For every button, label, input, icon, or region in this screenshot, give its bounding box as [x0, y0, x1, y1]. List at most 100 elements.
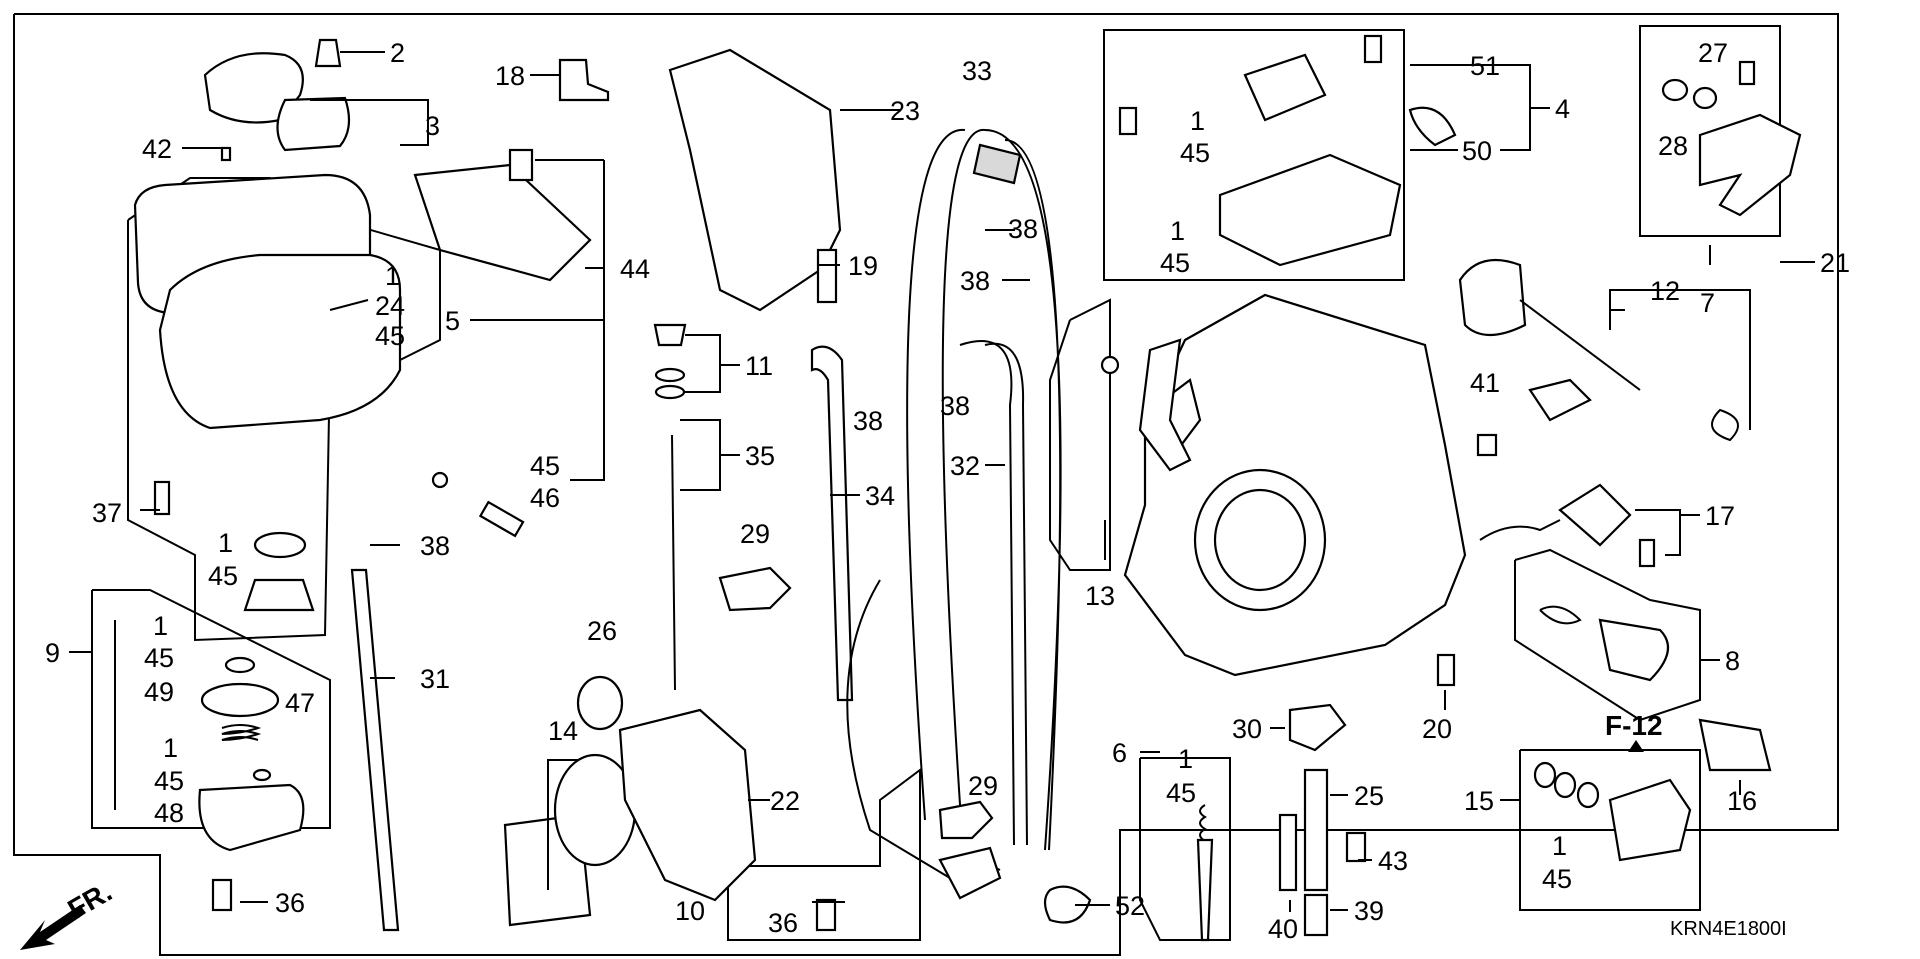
jet-40	[1278, 813, 1298, 892]
callout-23: 23	[890, 96, 920, 126]
callout-24: 24	[375, 291, 405, 321]
callout-7: 7	[1700, 288, 1715, 318]
callout-9: 9	[45, 638, 60, 668]
callout-39: 39	[1354, 896, 1384, 926]
callout-47: 47	[285, 688, 315, 718]
callout-46: 46	[530, 483, 560, 513]
screw-4a	[1118, 106, 1138, 136]
callout-1c: 1	[153, 611, 168, 641]
callout-32: 32	[950, 451, 980, 481]
callout-52: 52	[1115, 891, 1145, 921]
callout-43: 43	[1378, 846, 1408, 876]
callout-21: 21	[1820, 248, 1850, 278]
callout-44: 44	[620, 254, 650, 284]
air-vent-cap	[203, 52, 304, 124]
link-arm-7	[1698, 113, 1802, 217]
top-cover-group-outline	[1103, 29, 1405, 281]
callout-1b: 1	[218, 528, 233, 558]
callout-16: 16	[1727, 786, 1757, 816]
seal-26	[576, 675, 624, 731]
sensor-wire-17	[1479, 519, 1561, 541]
callout-41: 41	[1470, 368, 1500, 398]
callout-45h: 45	[1166, 778, 1196, 808]
callout-45e: 45	[154, 766, 184, 796]
screw-41	[1476, 433, 1498, 457]
callout-48: 48	[154, 798, 184, 828]
needle-6	[1196, 838, 1214, 942]
tube-31	[350, 568, 400, 932]
spring-8	[1539, 605, 1582, 625]
holder-29a	[718, 566, 792, 612]
drain-plug	[243, 578, 315, 612]
callout-37: 37	[92, 498, 122, 528]
callout-45g: 45	[1160, 248, 1190, 278]
callout-1d: 1	[163, 733, 178, 763]
callout-38a: 38	[1008, 214, 1038, 244]
callout-5: 5	[445, 306, 460, 336]
screw-44	[508, 148, 534, 182]
cable-end-10	[938, 846, 1002, 900]
throttle-link-group-outline	[1049, 298, 1111, 571]
callout-42: 42	[142, 134, 172, 164]
callout-14: 14	[548, 716, 578, 746]
callout-27: 27	[1698, 38, 1728, 68]
diaphragm-47	[200, 682, 280, 718]
callout-33: 33	[962, 56, 992, 86]
float-bowl	[158, 253, 402, 430]
callout-20: 20	[1422, 714, 1452, 744]
throttle-cable-group-outline	[727, 768, 921, 941]
pump-cover-48	[198, 783, 305, 852]
callout-labels: 2 3 42 1 24 45 5 44 18 23 33 38 38 19 11…	[45, 38, 1850, 944]
callout-29a: 29	[740, 519, 770, 549]
callout-12: 12	[1650, 276, 1680, 306]
screw-19	[816, 248, 838, 304]
front-direction-arrow-icon	[20, 905, 86, 950]
catalog-code: KRN4E1800I	[1670, 918, 1787, 940]
spring-6	[1199, 804, 1207, 842]
callout-40: 40	[1268, 914, 1298, 944]
callout-11: 11	[745, 351, 773, 381]
callout-26: 26	[587, 616, 617, 646]
o-ring-1d	[252, 768, 272, 782]
tube-33-joint	[972, 143, 1022, 185]
callout-15: 15	[1464, 786, 1494, 816]
plate-44	[413, 163, 592, 282]
callout-1a: 1	[385, 261, 400, 291]
reference-label: F-12	[1605, 710, 1663, 741]
top-cover-4	[1218, 153, 1402, 267]
tube-33b	[984, 129, 1062, 851]
screw-2	[314, 38, 342, 68]
callout-28: 28	[1658, 131, 1688, 161]
screw-37	[153, 480, 171, 516]
hot-start-group-outline	[1514, 548, 1701, 722]
callout-10: 10	[675, 896, 705, 926]
callout-38d: 38	[940, 391, 970, 421]
callout-45d: 45	[144, 643, 174, 673]
callout-35: 35	[745, 441, 775, 471]
main-assembly-outline	[13, 13, 1839, 956]
cap-30	[1288, 703, 1347, 752]
spring-12	[1711, 408, 1739, 442]
leader-lines	[69, 51, 1815, 912]
jet-group-outline	[1139, 757, 1231, 941]
callout-36a: 36	[275, 888, 305, 918]
callout-29b: 29	[968, 771, 998, 801]
callout-4: 4	[1555, 94, 1570, 124]
washer-28	[1661, 78, 1689, 102]
callout-45c: 45	[208, 561, 238, 591]
cover-23	[668, 48, 842, 312]
callout-18: 18	[495, 61, 525, 91]
jet-43	[1345, 831, 1367, 863]
top-plate-4	[1243, 53, 1327, 122]
jet-25	[1303, 768, 1329, 892]
callout-50: 50	[1462, 136, 1492, 166]
screw-shaft-12	[1519, 299, 1641, 391]
clip-11	[654, 367, 686, 383]
callout-1f: 1	[1170, 216, 1185, 246]
washer-15c	[1576, 781, 1600, 809]
hot-start-8	[1598, 618, 1670, 682]
vent-joint	[276, 96, 351, 152]
o-ring-49	[224, 656, 256, 674]
connector-41	[1528, 378, 1592, 422]
